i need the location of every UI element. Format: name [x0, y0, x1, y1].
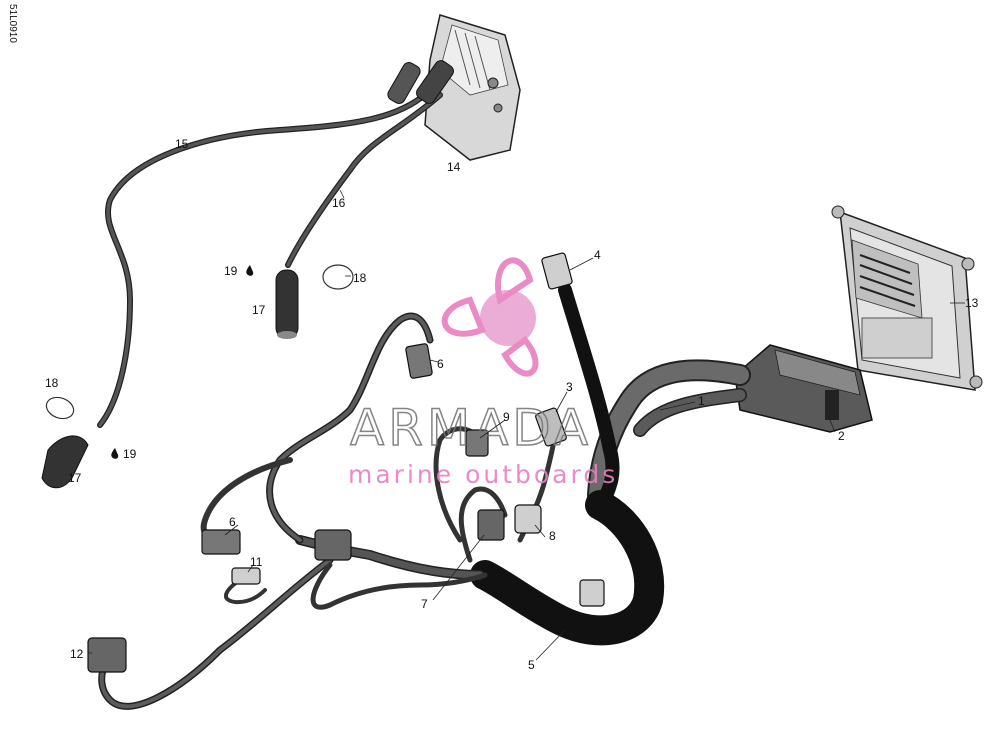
connector-12 — [87, 637, 127, 673]
connector-junction — [314, 529, 352, 561]
watermark-subtitle: marine outboards — [348, 460, 618, 489]
drop-icon — [111, 448, 119, 459]
connector-11 — [231, 567, 261, 585]
connector-4 — [541, 252, 573, 290]
drop-icon — [246, 265, 254, 276]
callout-19-upper: 19 — [224, 264, 238, 278]
callout-13: 13 — [965, 296, 979, 310]
connector-8 — [514, 504, 542, 534]
connector-5 — [579, 579, 605, 607]
connector-7 — [477, 509, 505, 541]
harness-connectors — [87, 252, 605, 673]
callout-3: 3 — [566, 380, 573, 394]
connector-3 — [535, 407, 567, 447]
ecu-connector — [734, 344, 873, 433]
callout-11: 11 — [250, 555, 263, 569]
drawing-code: 51L0910 — [7, 4, 18, 43]
hose-clamps — [45, 264, 354, 420]
callout-19-lower: 19 — [123, 447, 137, 461]
callout-18-lower: 18 — [45, 376, 59, 390]
clamp-lower — [45, 396, 75, 420]
callout-8: 8 — [549, 529, 556, 543]
callout-12: 12 — [70, 647, 84, 661]
ignition-coil — [424, 14, 521, 161]
callout-2: 2 — [838, 429, 845, 443]
propeller-icon — [441, 257, 539, 377]
connector-6-lower — [201, 529, 241, 555]
black-sheathed-harness — [470, 283, 665, 646]
callout-5: 5 — [528, 658, 535, 672]
callout-6-lower: 6 — [229, 515, 236, 529]
callout-4: 4 — [594, 248, 601, 262]
spark-plug-leads — [97, 60, 454, 428]
callout-15: 15 — [175, 137, 189, 151]
connector-6-upper — [405, 343, 433, 379]
spark-plug-boot-lower — [41, 435, 89, 489]
spark-plug-boots — [41, 269, 299, 489]
callout-16: 16 — [332, 196, 346, 210]
grease-drop-icons — [111, 265, 254, 459]
watermark-title: ARMADA — [350, 399, 592, 457]
spark-plug-boot-upper — [275, 269, 299, 339]
callout-17-upper: 17 — [252, 303, 266, 317]
callout-14: 14 — [447, 160, 461, 174]
callout-6-upper: 6 — [437, 357, 444, 371]
main-harness-trunk — [587, 359, 751, 506]
callout-7: 7 — [421, 597, 428, 611]
callout-9: 9 — [503, 410, 510, 424]
leader-lines — [88, 189, 965, 661]
callout-1: 1 — [698, 394, 705, 408]
callout-18-upper: 18 — [353, 271, 367, 285]
watermark: ARMADA marine outboards — [348, 257, 618, 489]
ecu-module — [831, 205, 983, 391]
callout-17-lower: 17 — [68, 471, 82, 485]
clamp-upper — [322, 264, 354, 290]
callout-labels: 1 2 3 4 5 6 6 7 8 9 11 12 13 14 15 16 17… — [45, 137, 979, 672]
